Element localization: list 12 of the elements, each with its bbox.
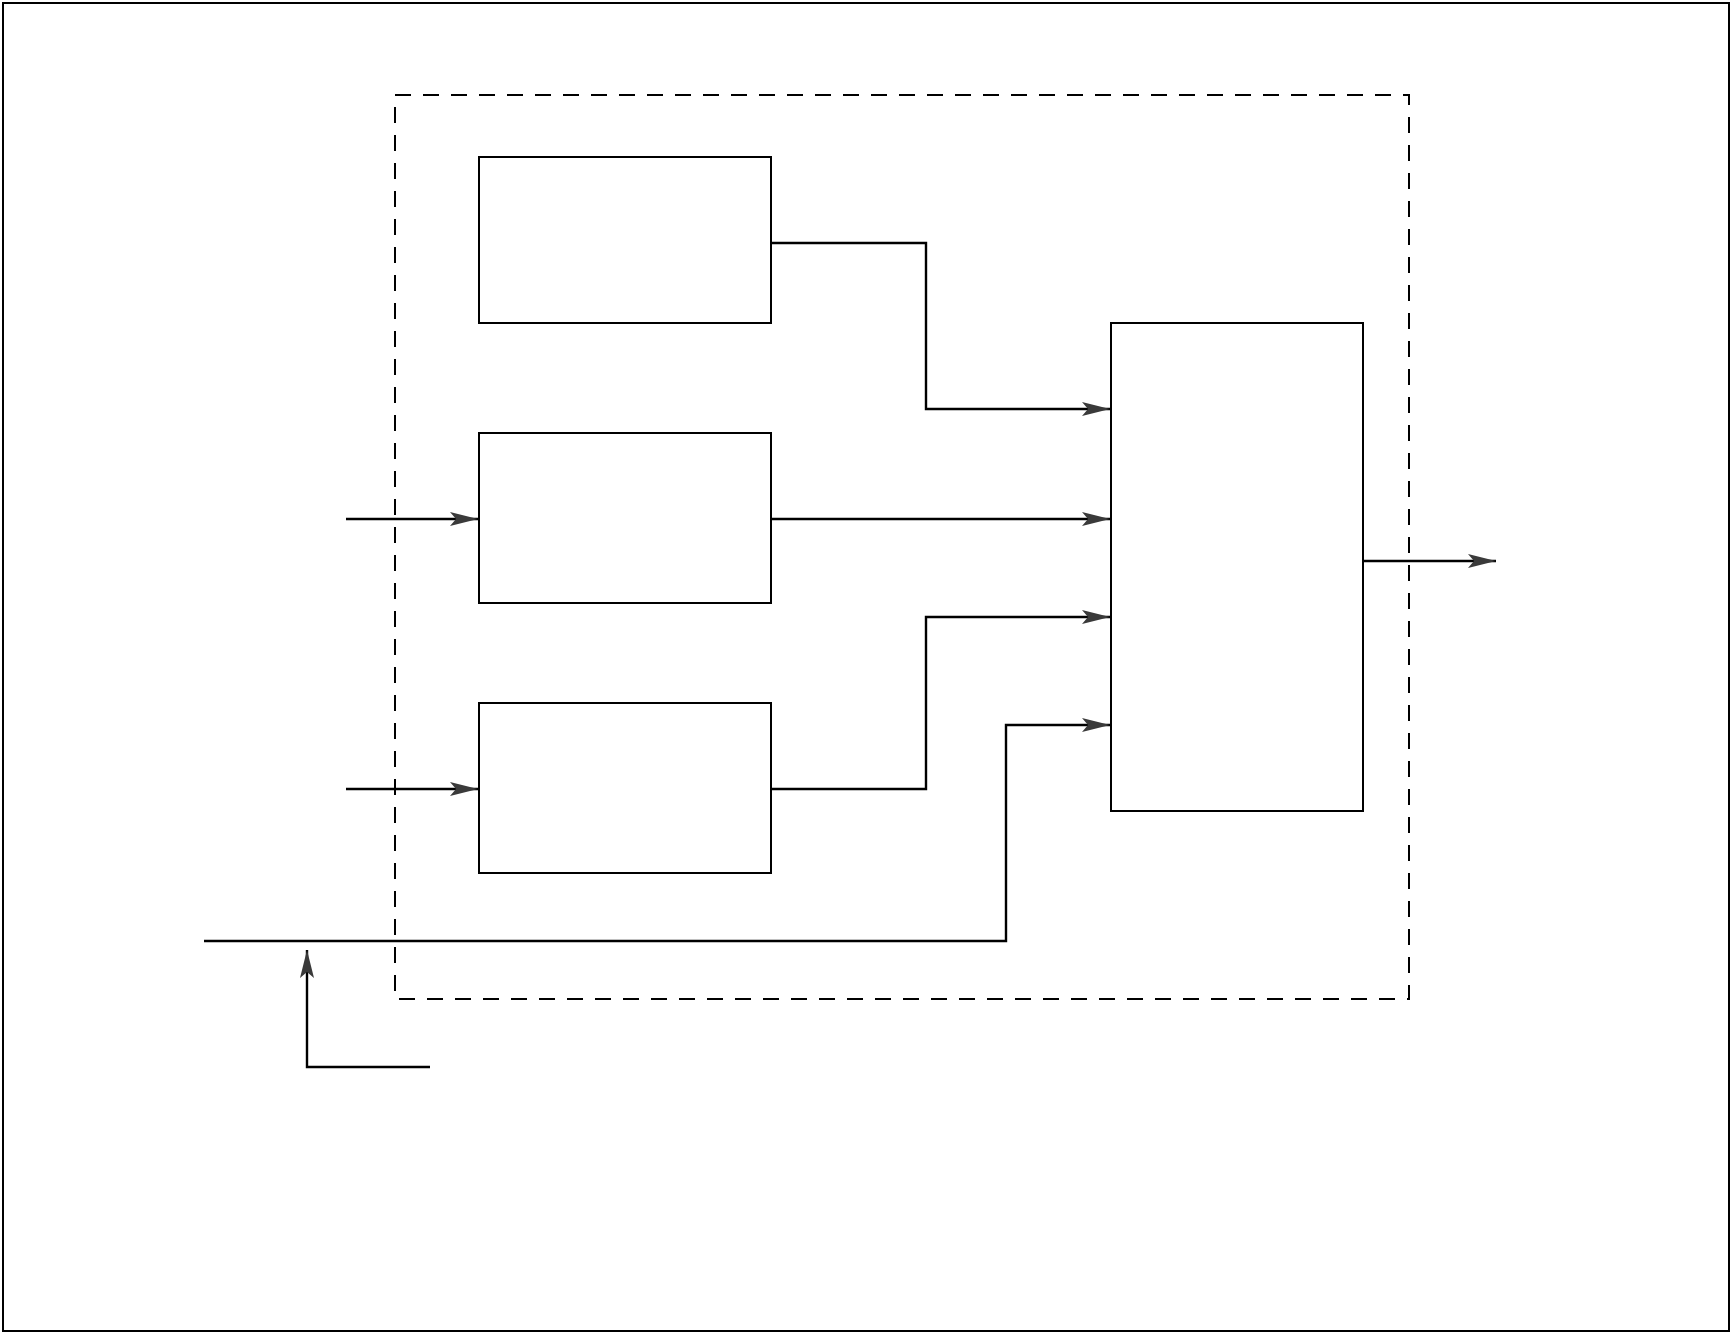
process-box	[478, 702, 772, 874]
process-box	[478, 156, 772, 324]
arrow	[772, 610, 1110, 791]
arrow	[204, 718, 1110, 943]
arrow	[772, 512, 1110, 526]
arrow	[772, 241, 1110, 416]
dashed-enclosure	[394, 94, 1410, 1000]
arrow	[346, 512, 478, 526]
process-box	[1110, 322, 1364, 812]
arrow	[1364, 554, 1496, 568]
process-box	[478, 432, 772, 604]
arrow	[346, 782, 478, 796]
